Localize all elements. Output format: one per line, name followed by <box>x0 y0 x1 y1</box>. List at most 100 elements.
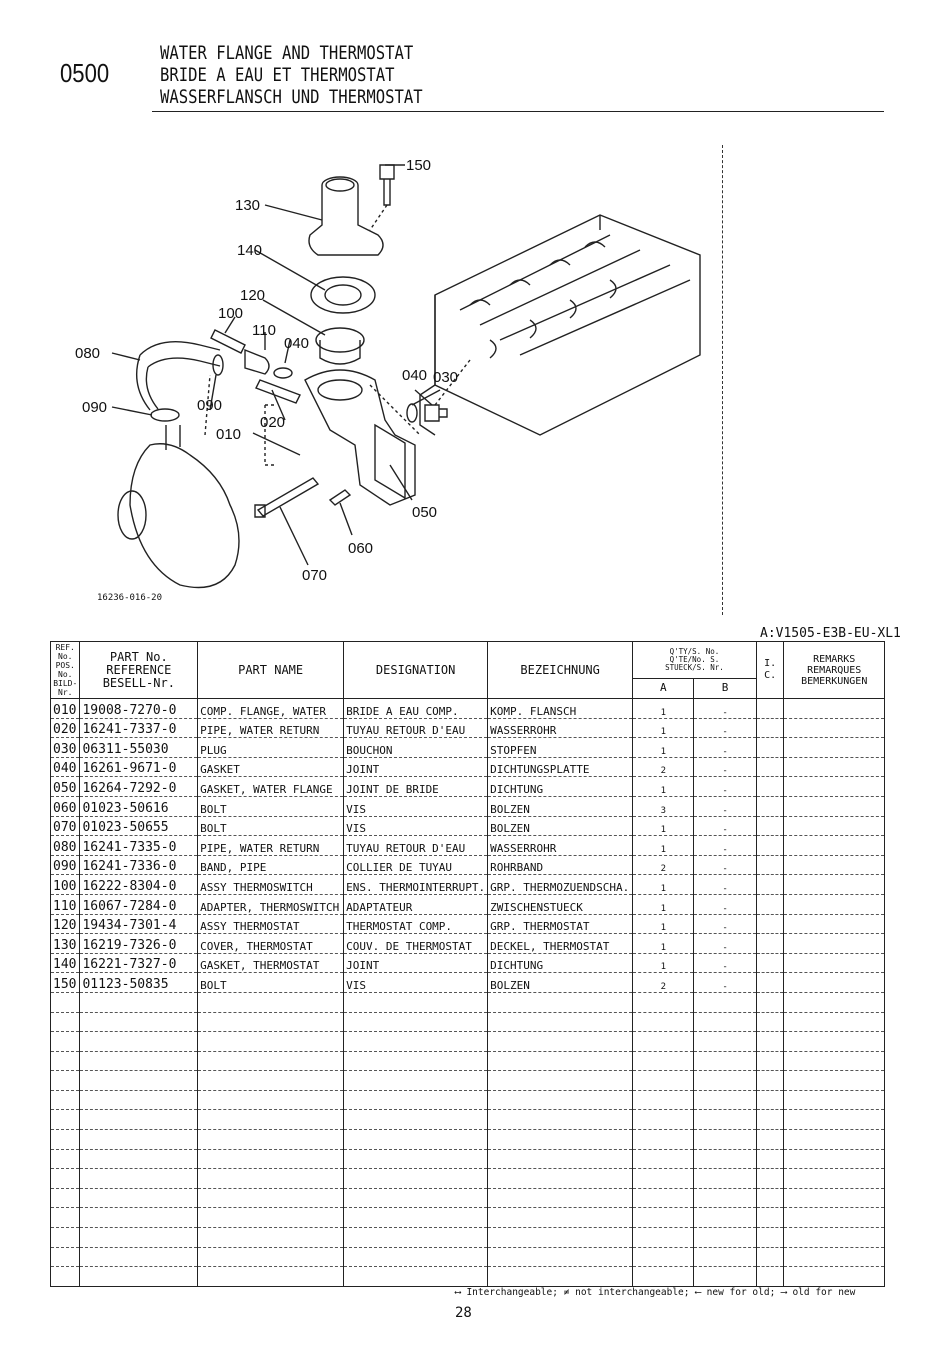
blank-cell <box>49 1266 81 1287</box>
blank-cell <box>79 1090 199 1111</box>
ic-cell <box>755 816 785 837</box>
blank-cell <box>343 1266 489 1287</box>
header-ref: REF. No. POS. No. BILD-Nr. <box>49 641 81 699</box>
callout-130: 130 <box>235 197 260 214</box>
part-name-cell: GASKET <box>197 757 345 778</box>
ref-cell: 020 <box>49 718 81 739</box>
ref-cell: 100 <box>49 874 81 895</box>
qty-a-cell: 2 <box>632 757 695 778</box>
ic-cell <box>755 855 785 876</box>
blank-cell <box>79 1266 199 1287</box>
blank-table-row <box>49 1207 885 1229</box>
blank-cell <box>783 1051 885 1072</box>
blank-table-row <box>49 1149 885 1170</box>
remarks-cell <box>783 953 885 974</box>
blank-cell <box>755 1070 785 1091</box>
page-number: 28 <box>455 1305 472 1321</box>
designation-cell: THERMOSTAT COMP. <box>343 914 489 935</box>
ic-cell <box>755 776 785 797</box>
part-number-cell: 19008-7270-0 <box>79 698 199 719</box>
part-name-cell: BOLT <box>197 816 345 837</box>
blank-cell <box>79 1129 199 1150</box>
remarks-cell <box>783 776 885 797</box>
ref-cell: 120 <box>49 914 81 935</box>
blank-cell <box>197 1149 345 1170</box>
blank-cell <box>343 1129 489 1150</box>
blank-cell <box>49 1168 81 1189</box>
blank-cell <box>693 1129 757 1150</box>
remarks-cell <box>783 914 885 935</box>
part-name-cell: BOLT <box>197 972 345 993</box>
bezeichnung-cell: BOLZEN <box>487 816 634 837</box>
remarks-cell <box>783 855 885 876</box>
blank-cell <box>693 1149 757 1170</box>
bezeichnung-cell: ROHRBAND <box>487 855 634 876</box>
part-name-cell: ADAPTER, THERMOSWITCH <box>197 894 345 915</box>
callout-070: 070 <box>302 567 327 584</box>
ic-cell <box>755 698 785 719</box>
blank-cell <box>755 1012 785 1033</box>
designation-cell: TUYAU RETOUR D'EAU <box>343 718 489 739</box>
section-number: 0500 <box>60 58 110 88</box>
qty-b-cell: - <box>693 796 757 817</box>
header-qty: Q'TY/S. No. Q'TE/No. S. STUECK/S. Nr. <box>632 641 757 679</box>
blank-cell <box>783 1031 885 1052</box>
blank-cell <box>783 1266 885 1287</box>
header-remarks: REMARKS REMARQUES BEMERKUNGEN <box>783 641 885 699</box>
blank-cell <box>783 1227 885 1248</box>
qty-a-cell: 2 <box>632 855 695 876</box>
callout-090-right: 090 <box>197 397 222 414</box>
blank-cell <box>343 1109 489 1131</box>
part-number-cell: 16264-7292-0 <box>79 776 199 797</box>
blank-cell <box>343 1070 489 1091</box>
blank-cell <box>487 1247 634 1268</box>
ic-cell <box>755 914 785 935</box>
figure-id: 16236-016-20 <box>97 593 163 603</box>
part-name-cell: COMP. FLANGE, WATER <box>197 698 345 719</box>
part-number-cell: 16241-7336-0 <box>79 855 199 876</box>
blank-cell <box>197 1031 345 1052</box>
part-name-cell: GASKET, WATER FLANGE <box>197 776 345 797</box>
part-number-cell: 01123-50835 <box>79 972 199 993</box>
blank-table-row <box>49 1090 885 1111</box>
ref-cell: 050 <box>49 776 81 797</box>
title-german: WASSERFLANSCH UND THERMOSTAT <box>160 86 423 108</box>
part-number-cell: 16067-7284-0 <box>79 894 199 915</box>
designation-cell: COUV. DE THERMOSTAT <box>343 933 489 954</box>
blank-cell <box>343 1168 489 1189</box>
remarks-cell <box>783 933 885 954</box>
qty-b-cell: - <box>693 757 757 778</box>
callout-140: 140 <box>237 242 262 259</box>
ref-cell: 150 <box>49 972 81 993</box>
qty-b-cell: - <box>693 914 757 935</box>
qty-b-cell: - <box>693 894 757 915</box>
ic-cell <box>755 737 785 758</box>
blank-cell <box>197 1090 345 1111</box>
blank-cell <box>197 1109 345 1131</box>
blank-cell <box>79 1051 199 1072</box>
blank-cell <box>783 1207 885 1229</box>
blank-table-row <box>49 1031 885 1052</box>
blank-cell <box>693 1168 757 1189</box>
blank-cell <box>197 1129 345 1150</box>
blank-cell <box>487 1090 634 1111</box>
designation-cell: VIS <box>343 816 489 837</box>
blank-cell <box>79 992 199 1013</box>
blank-cell <box>343 1012 489 1033</box>
model-code: A:V1505-E3B-EU-XL1 <box>760 626 901 641</box>
blank-cell <box>632 1207 695 1229</box>
blank-cell <box>632 1012 695 1033</box>
blank-cell <box>755 1149 785 1170</box>
blank-cell <box>693 1090 757 1111</box>
blank-table-row <box>49 1188 885 1209</box>
header-qty-a: A <box>632 677 695 700</box>
blank-table-row <box>49 1168 885 1189</box>
